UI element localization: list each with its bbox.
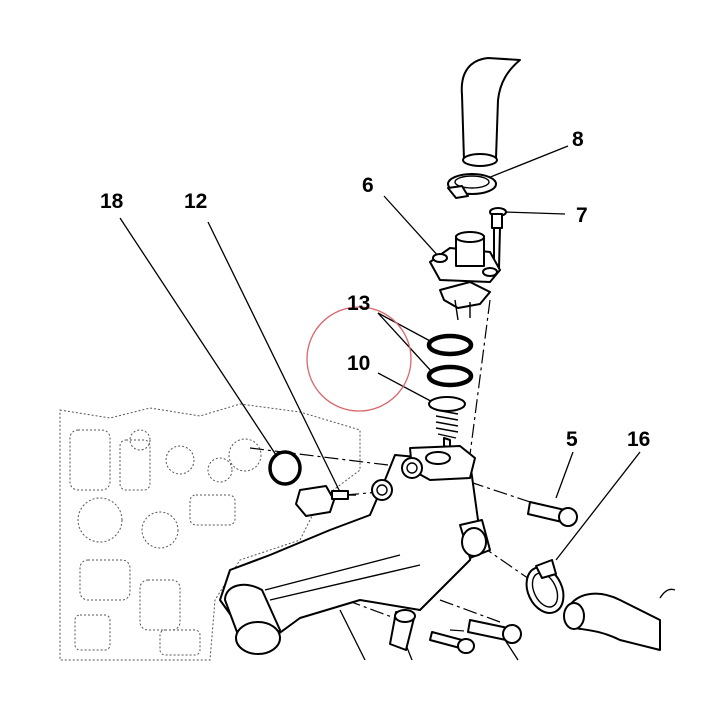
highlight-circle bbox=[306, 306, 412, 412]
callout-12: 12 bbox=[184, 190, 207, 213]
o-ring-10 bbox=[426, 364, 474, 388]
upper-hose bbox=[460, 57, 521, 167]
callout-16: 16 bbox=[627, 428, 650, 451]
hose-clamp-8 bbox=[447, 173, 497, 199]
callout-18: 18 bbox=[100, 190, 124, 213]
callout-5: 5 bbox=[566, 428, 578, 451]
seal-ring-18 bbox=[268, 450, 302, 486]
coolant-pipe-housing bbox=[219, 445, 491, 655]
thermostat-cover-6 bbox=[429, 231, 501, 321]
o-ring-13 bbox=[426, 333, 474, 357]
callout-6: 6 bbox=[362, 174, 374, 197]
callout-8: 8 bbox=[572, 128, 584, 151]
callout-13: 13 bbox=[347, 292, 370, 315]
lower-fasteners bbox=[389, 609, 522, 654]
engine-block bbox=[59, 403, 361, 661]
hose-clamp-16 bbox=[525, 559, 565, 614]
callout-10: 10 bbox=[347, 352, 370, 375]
sensor-12 bbox=[295, 485, 356, 517]
leader-lines bbox=[119, 145, 641, 661]
callout-7: 7 bbox=[576, 204, 588, 227]
bolt-5 bbox=[527, 501, 578, 527]
lower-hose bbox=[563, 588, 676, 651]
thermostat bbox=[428, 396, 466, 449]
